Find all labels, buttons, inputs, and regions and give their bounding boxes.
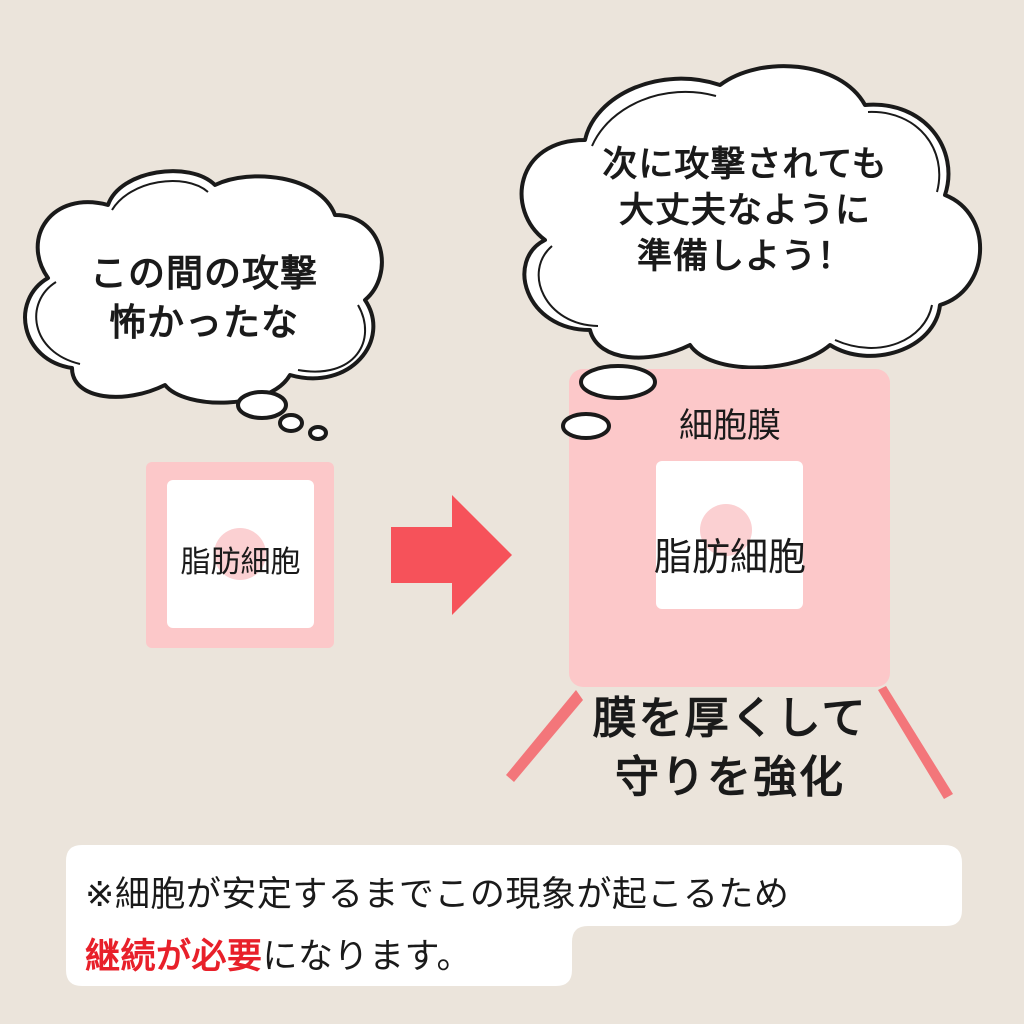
emphasis-ray-left (506, 690, 583, 782)
left-bubble-text: この間の攻撃 怖かったな (60, 250, 348, 348)
membrane-label: 細胞膜 (679, 406, 781, 446)
thought-bubble-right (519, 64, 982, 370)
right-bubble-line-1: 次に攻撃されても (602, 145, 888, 185)
left-bubble-line-1: この間の攻撃 (90, 252, 318, 295)
left-bubble-line-2: 怖かったな (109, 300, 299, 344)
note-line-2: 継続が必要になります。 (85, 928, 472, 979)
left-cell-nucleus (214, 528, 266, 580)
emphasis-ray-right (878, 686, 953, 799)
right-cell-nucleus (700, 504, 752, 556)
thought-dots-right (561, 364, 657, 440)
note-box (66, 845, 962, 986)
left-cell (146, 462, 334, 648)
note-line-2-rest: になります。 (262, 937, 473, 977)
right-cell (569, 369, 890, 687)
caption-line-2: 守りを強化 (615, 751, 845, 803)
right-bubble-line-2: 大丈夫なように (618, 191, 871, 232)
arrow-right-icon (391, 495, 512, 615)
caption: 膜を厚くして 守りを強化 (560, 690, 900, 807)
thought-bubble-left (23, 169, 384, 441)
note-line-1: ※細胞が安定するまでこの現象が起こるため (85, 875, 790, 915)
right-bubble-text: 次に攻撃されても 大丈夫なように 準備しよう！ (545, 142, 945, 281)
right-bubble-line-3: 準備しよう！ (636, 237, 853, 278)
left-cell-label: 脂肪細胞 (180, 545, 301, 580)
right-cell-label: 脂肪細胞 (653, 535, 806, 579)
note-highlight: 継続が必要 (85, 937, 263, 977)
caption-line-1: 膜を厚くして (592, 693, 868, 744)
